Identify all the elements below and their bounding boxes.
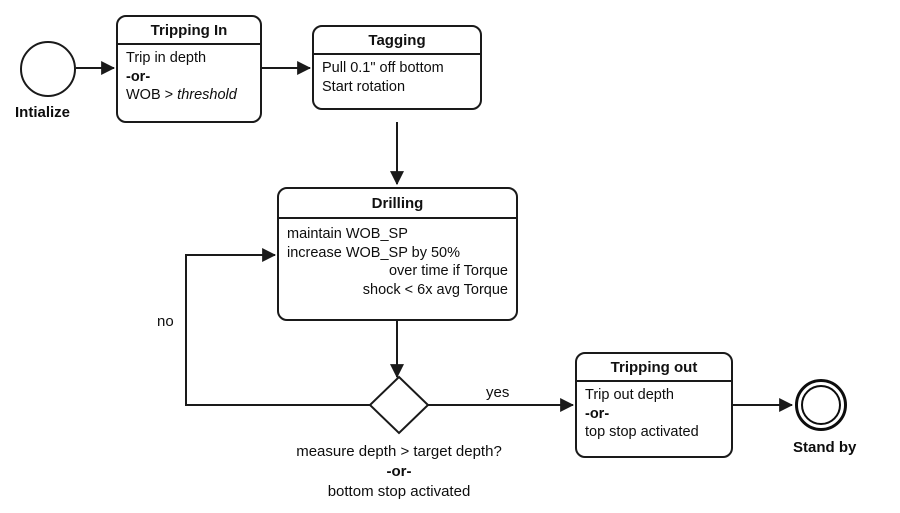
state-tripping-in-line-3-head: WOB > <box>126 87 178 104</box>
state-drilling-line-3: over time if Torque <box>388 263 508 280</box>
state-drilling-header: Drilling <box>279 189 516 219</box>
state-tagging-header: Tagging <box>314 27 480 55</box>
state-tripping-in-line-1: Trip in depth <box>126 50 207 66</box>
state-tripping-out-body: Trip out depth -or- top stop activated <box>577 382 731 444</box>
state-tripping-out-line-1: Trip out depth <box>585 387 674 403</box>
start-state-circle[interactable] <box>20 41 76 97</box>
state-tripping-out-line-3: top stop activated <box>585 424 699 441</box>
state-tripping-in[interactable]: Tripping In Trip in depth -or- WOB > thr… <box>116 15 262 123</box>
state-tagging[interactable]: Tagging Pull 0.1" off bottom Start rotat… <box>312 25 482 110</box>
state-tripping-out-line-2: -or- <box>585 405 610 422</box>
state-drilling-line-2: increase WOB_SP by 50% <box>287 244 461 261</box>
state-drilling-line-4: shock < 6x avg Torque <box>362 281 508 298</box>
state-tripping-in-line-3: WOB > threshold <box>126 86 252 105</box>
state-tripping-in-header: Tripping In <box>118 17 260 45</box>
decision-condition-line-1: measure depth > target depth? <box>296 443 502 460</box>
edge-label-yes: yes <box>486 384 510 401</box>
state-drilling[interactable]: Drilling maintain WOB_SP increase WOB_SP… <box>277 187 518 321</box>
edge-label-no: no <box>157 313 174 330</box>
state-tripping-out-header: Tripping out <box>577 354 731 382</box>
state-drilling-body: maintain WOB_SP increase WOB_SP by 50% o… <box>279 219 516 301</box>
final-state-label: Stand by <box>793 439 857 456</box>
state-tripping-in-body: Trip in depth -or- WOB > threshold <box>118 45 260 107</box>
decision-condition-line-2: -or- <box>386 463 412 480</box>
decision-condition-line-3: bottom stop activated <box>327 483 471 500</box>
state-tagging-line-2: Start rotation <box>322 78 406 95</box>
state-tripping-in-line-3-italic: threshold <box>177 87 237 104</box>
state-tripping-in-line-2: -or- <box>126 68 151 85</box>
state-tripping-out[interactable]: Tripping out Trip out depth -or- top sto… <box>575 352 733 458</box>
state-tagging-body: Pull 0.1" off bottom Start rotation <box>314 55 480 98</box>
decision-diamond <box>368 375 430 435</box>
state-drilling-line-1: maintain WOB_SP <box>287 226 408 242</box>
final-state-inner-circle <box>801 385 841 425</box>
state-tagging-line-1: Pull 0.1" off bottom <box>322 60 444 76</box>
start-state-label: Intialize <box>15 104 71 121</box>
